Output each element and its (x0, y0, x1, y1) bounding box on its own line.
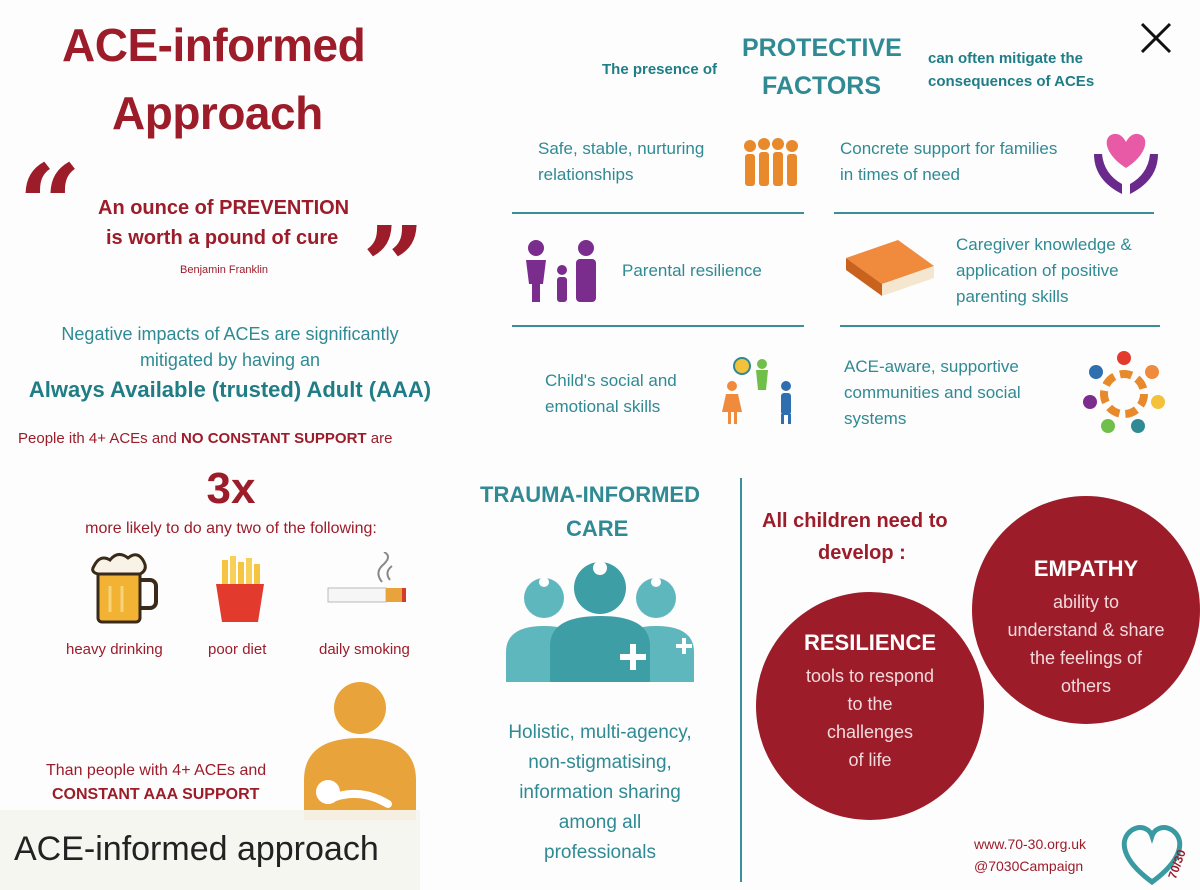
habit-label-diet: poor diet (208, 641, 267, 658)
community-circle-icon (1083, 351, 1165, 433)
resilience-circle (756, 592, 984, 820)
factor-parental-resilience: Parental resilience (622, 261, 762, 280)
factor-line: emotional skills (545, 397, 661, 416)
mitigate-line1: can often mitigate the (928, 50, 1084, 67)
beer-mug-icon (91, 553, 158, 624)
divider (834, 212, 1154, 214)
factor-line: systems (844, 409, 907, 428)
empathy-line: understand & share (1007, 620, 1165, 640)
book-icon (846, 240, 934, 296)
quote-line2: is worth a pound of cure (106, 227, 339, 249)
trauma-title-line2: CARE (566, 516, 629, 541)
divider (840, 325, 1160, 327)
image-caption: ACE-informed approach (14, 830, 379, 868)
factor-relationships: Safe, stable, nurturing relationships (538, 136, 704, 188)
holistic-line: professionals (544, 842, 656, 863)
holistic-line: information sharing (519, 782, 681, 803)
factor-line: Caregiver knowledge & (956, 235, 1132, 254)
resilience-title: RESILIENCE (803, 630, 937, 655)
empathy-line: the feelings of (1029, 648, 1143, 668)
impacts-line2: mitigated by having an (139, 350, 321, 370)
empathy-circle (972, 496, 1200, 724)
mitigate-line2: consequences of ACEs (928, 73, 1095, 90)
heart-logo-icon: 70/30 (1121, 825, 1189, 886)
people-middle: ith 4+ ACEs and (68, 430, 182, 447)
holistic-line: among all (558, 812, 642, 833)
protective-heading: PROTECTIVE (742, 34, 902, 62)
page-title-line1: ACE-informed (62, 19, 366, 71)
presence-text: The presence of (602, 61, 718, 78)
factor-child-skills: Child's social and emotional skills (545, 368, 677, 420)
section-divider (740, 478, 742, 882)
website-text: www.70-30.org.uk (974, 836, 1087, 852)
quote-line1: An ounce of PREVENTION (98, 197, 350, 219)
quote-author: Benjamin Franklin (180, 264, 269, 276)
impacts-line1: Negative impacts of ACEs are significant… (61, 324, 399, 344)
resilience-line: tools to respond (805, 666, 935, 686)
resilience-line: to the (847, 694, 893, 714)
open-quote-icon: “ (18, 140, 82, 269)
page-title-line2: Approach (112, 87, 323, 139)
children-heading-line1: All children need to (762, 510, 948, 532)
than-line1: Than people with 4+ ACEs and (46, 762, 267, 779)
factor-line: relationships (538, 165, 634, 184)
logo-text: 70/30 (1165, 847, 1189, 880)
close-icon[interactable] (1136, 18, 1176, 58)
children-playing-icon (722, 357, 791, 424)
holistic-line: non-stigmatising, (528, 752, 672, 773)
aaa-heading: Always Available (trusted) Adult (AAA) (28, 377, 432, 402)
factor-concrete-support: Concrete support for families in times o… (840, 136, 1057, 188)
factor-line: application of positive (956, 261, 1119, 280)
factor-line: Child's social and (545, 371, 677, 390)
factor-line: Concrete support for families (840, 139, 1058, 158)
people-group-icon (744, 138, 798, 186)
factor-line: ACE-aware, supportive (844, 357, 1019, 376)
than-line2: CONSTANT AAA SUPPORT (52, 786, 260, 803)
children-heading-line2: develop : (818, 542, 906, 564)
no-support-text: NO CONSTANT SUPPORT (181, 430, 367, 447)
people-statement: People ith 4+ ACEs and NO CONSTANT SUPPO… (18, 430, 392, 447)
adult-holding-child-icon (304, 682, 416, 820)
factor-line: in times of need (840, 165, 961, 184)
habit-label-smoking: daily smoking (319, 641, 410, 658)
empathy-line: ability to (1052, 592, 1120, 612)
holistic-line: Holistic, multi-agency, (508, 722, 692, 743)
close-quote-icon: ” (362, 202, 426, 331)
factor-line: communities and social (844, 383, 1021, 402)
multiplier: 3x (206, 464, 256, 513)
medical-team-icon (506, 561, 694, 682)
cigarette-icon (327, 552, 406, 603)
habit-label-drinking: heavy drinking (66, 641, 163, 658)
factor-line: parenting skills (956, 287, 1069, 306)
fries-icon (216, 556, 264, 622)
twitter-handle: @7030Campaign (974, 858, 1084, 874)
people-suffix: are (366, 430, 393, 447)
empathy-title: EMPATHY (1033, 556, 1139, 581)
family-icon (526, 240, 596, 302)
resilience-line: challenges (826, 722, 914, 742)
empathy-line: others (1060, 676, 1112, 696)
factor-supportive-communities: ACE-aware, supportive communities and so… (844, 354, 1021, 432)
factors-heading: FACTORS (762, 72, 881, 100)
divider (512, 212, 804, 214)
resilience-line: of life (848, 750, 892, 770)
factor-caregiver-knowledge: Caregiver knowledge & application of pos… (956, 232, 1132, 310)
trauma-title-line1: TRAUMA-INFORMED (480, 482, 700, 507)
caption-overlay (0, 810, 420, 890)
divider (512, 325, 804, 327)
factor-line: Safe, stable, nurturing (538, 139, 705, 158)
hands-heart-icon (1094, 133, 1158, 194)
people-prefix: People (18, 430, 69, 447)
more-likely-text: more likely to do any two of the followi… (85, 520, 377, 537)
